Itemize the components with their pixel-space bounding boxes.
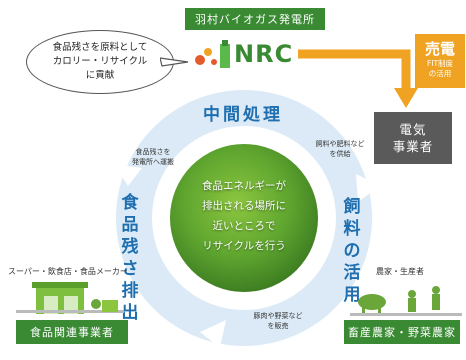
note-transport-2: 発電所へ運搬	[132, 157, 174, 166]
waste-char-2: 品	[121, 215, 139, 235]
leaf-logo-icon	[195, 40, 230, 68]
waste-char-1: 食	[121, 193, 139, 213]
sell-power-tag: 売電 FIT制度 の活用	[415, 34, 465, 88]
speech-line-1: 食品残さを原料として	[52, 42, 148, 53]
feed-char-2: 料	[343, 219, 361, 239]
feed-char-4: 活	[343, 263, 361, 283]
right-caption: 農家・生産者	[376, 267, 424, 276]
waste-char-4: さ	[121, 259, 139, 279]
electric-line-1: 電気	[399, 122, 427, 137]
center-message: 食品エネルギーが 排出される場所に 近いところで リサイクルを行う	[182, 176, 306, 256]
farm-illustration-icon	[350, 286, 462, 316]
speech-line-2: カロリー・リサイクル	[52, 56, 148, 67]
note-transport-1: 食品残さを	[135, 148, 171, 156]
plant-title: 羽村バイオガス発電所	[185, 8, 325, 30]
label-feed-use: 飼 料 の 活 用	[340, 196, 364, 306]
note-supply-2: を供給	[329, 149, 351, 158]
note-sell-products: 豚肉や野菜など を販売	[248, 312, 308, 331]
center-line-1: 食品エネルギーが	[202, 180, 286, 192]
supermarket-illustration-icon	[16, 282, 124, 314]
sell-sub-1: FIT制度	[426, 59, 454, 68]
center-line-4: リサイクルを行う	[202, 240, 286, 252]
center-line-3: 近いところで	[212, 220, 276, 232]
waste-char-6: 出	[121, 303, 139, 323]
electric-utility-box: 電気 事業者	[374, 112, 452, 164]
left-caption: スーパー・飲食店・食品メーカー	[8, 267, 128, 276]
waste-char-3: 残	[121, 237, 139, 257]
speech-bubble: 食品残さを原料として カロリー・リサイクル に貢献	[26, 30, 174, 94]
food-business-box: 食品関連事業者	[16, 320, 128, 344]
note-transport: 食品残さを 発電所へ運搬	[124, 148, 182, 167]
farmer-box: 畜産農家・野菜農家	[344, 320, 460, 344]
sell-main-label: 売電	[424, 40, 455, 58]
speech-tail-icon	[160, 57, 189, 67]
nrc-logo: NRC	[188, 38, 298, 72]
recycling-cycle-ring	[114, 90, 380, 348]
waste-char-5: 排	[121, 281, 139, 301]
note-supply: 飼料や肥料など を供給	[312, 140, 368, 159]
note-supply-1: 飼料や肥料など	[315, 140, 365, 148]
feed-char-1: 飼	[343, 197, 361, 217]
electric-line-2: 事業者	[392, 139, 434, 154]
feed-char-5: 用	[343, 285, 361, 305]
speech-line-3: に貢献	[85, 70, 115, 81]
sell-sub-2: の活用	[428, 69, 452, 78]
note-sell-1: 豚肉や野菜など	[253, 312, 303, 320]
feed-char-3: の	[343, 241, 361, 261]
center-line-2: 排出される場所に	[202, 200, 286, 212]
label-intermediate-processing: 中間処理	[203, 105, 283, 125]
label-food-waste-discharge: 食 品 残 さ 排 出	[118, 192, 142, 324]
note-sell-2: を販売	[267, 321, 289, 330]
logo-text: NRC	[234, 40, 294, 68]
power-arrow-icon	[298, 49, 418, 108]
